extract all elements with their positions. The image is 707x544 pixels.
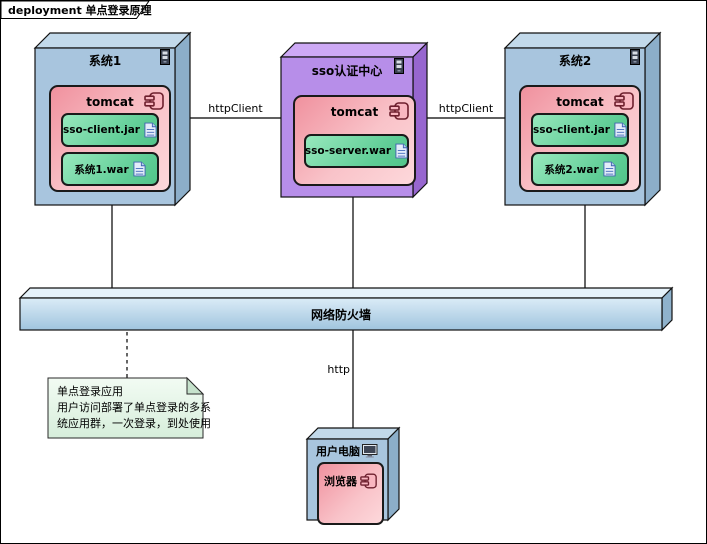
firewall-label: 网络防火墙: [310, 307, 371, 322]
frame-title: deployment 单点登录原理: [8, 4, 152, 17]
link-label-httpclient-left: httpClient: [208, 102, 263, 115]
system2-tomcat-label: tomcat: [556, 95, 604, 109]
userpc-title: 用户电脑: [316, 445, 360, 458]
userpc-header: 用户电脑: [307, 443, 388, 459]
note: 单点登录应用 用户访问部署了单点登录的多系 统应用群，一次登录，到处使用: [57, 384, 211, 432]
browser-label: 浏览器: [324, 475, 357, 488]
system1-artifact-war: 系统1.war: [61, 152, 159, 186]
system1-tomcat-label: tomcat: [86, 95, 134, 109]
server-icon: [630, 49, 640, 65]
component-icon: [614, 92, 634, 110]
component-icon: [389, 102, 409, 120]
sso-center-tomcat-container: tomcat sso-server.war: [293, 95, 416, 186]
frame-title-tab: [0, 0, 150, 19]
note-shape: [47, 376, 205, 439]
link-label-httpclient-right: httpClient: [438, 102, 494, 115]
connector-lines: [111, 117, 586, 440]
artifact-icon: [133, 161, 146, 177]
sso-center-tomcat-label: tomcat: [330, 105, 379, 119]
artifact-icon: [144, 122, 157, 138]
artifact-label: 系统2.war: [544, 163, 599, 176]
firewall-shape: [18, 286, 674, 332]
system1-tomcat-container: tomcat sso-client.jar 系统1.war: [49, 85, 171, 192]
sso-center-artifact-server-war: sso-server.war: [304, 134, 409, 168]
artifact-label: sso-client.jar: [63, 124, 140, 136]
system2-artifact-sso-client: sso-client.jar: [531, 113, 629, 147]
browser-component: 浏览器: [317, 462, 384, 525]
system1-title: 系统1: [88, 54, 122, 68]
artifact-icon: [603, 161, 616, 177]
system2-artifact-war: 系统2.war: [531, 152, 629, 186]
system2-title: 系统2: [558, 54, 592, 68]
sso-center-title: sso认证中心: [311, 64, 383, 78]
note-line: 单点登录应用: [57, 385, 123, 398]
component-icon: [144, 92, 164, 110]
server-icon: [160, 49, 170, 65]
server-icon: [394, 58, 404, 74]
artifact-label: sso-client.jar: [533, 124, 610, 136]
note-line: 统应用群，一次登录，到处使用: [57, 417, 211, 430]
artifact-icon: [395, 143, 408, 159]
note-line: 用户访问部署了单点登录的多系: [57, 401, 211, 414]
system2-tomcat-container: tomcat sso-client.jar 系统2.war: [519, 85, 641, 192]
system1-artifact-sso-client: sso-client.jar: [61, 113, 159, 147]
link-label-http: http: [327, 363, 350, 376]
computer-icon: [362, 444, 379, 458]
component-icon: [360, 473, 377, 489]
artifact-label: sso-server.war: [304, 145, 392, 157]
artifact-icon: [614, 122, 627, 138]
artifact-label: 系统1.war: [74, 163, 129, 176]
